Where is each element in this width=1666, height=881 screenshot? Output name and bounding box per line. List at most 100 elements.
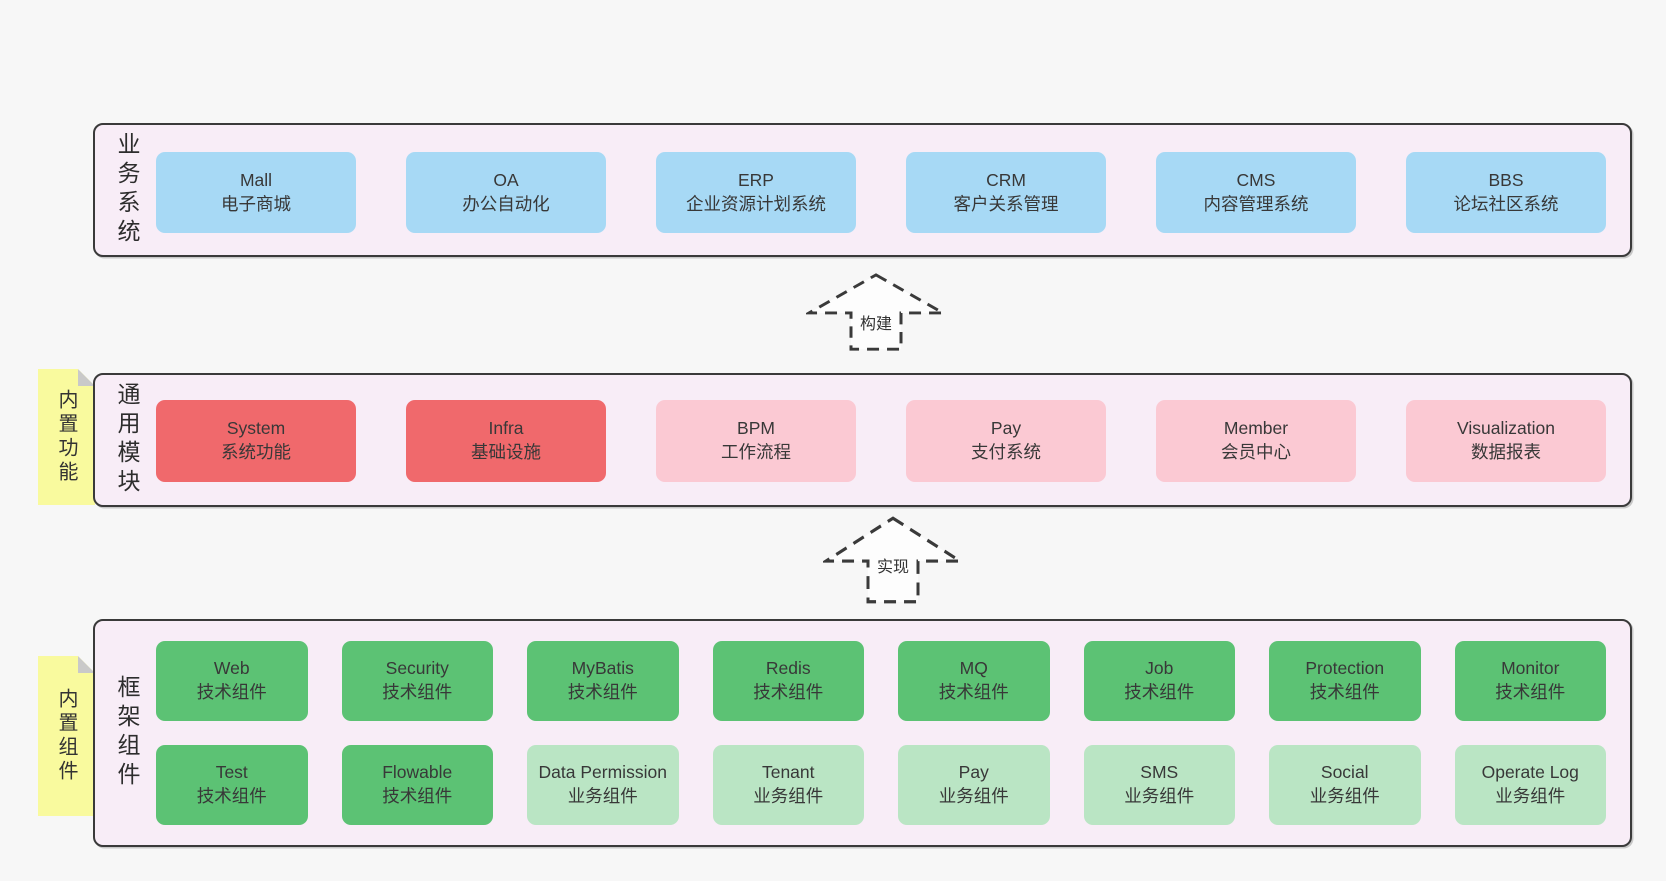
box-web: Web 技术组件 xyxy=(156,641,308,721)
box-subtitle: 技术组件 xyxy=(1495,682,1566,702)
box-title: Redis xyxy=(765,658,811,679)
box-system: System 系统功能 xyxy=(156,400,356,482)
box-subtitle: 内容管理系统 xyxy=(1203,193,1309,214)
arrow-label: 实现 xyxy=(874,552,912,577)
box-pay: Pay 支付系统 xyxy=(906,400,1106,482)
box-subtitle: 业务组件 xyxy=(1309,786,1380,806)
box-redis: Redis 技术组件 xyxy=(712,641,864,721)
box-title: Monitor xyxy=(1501,658,1560,679)
box-subtitle: 电子商城 xyxy=(221,193,291,214)
section-label: 框架组件 xyxy=(114,675,140,791)
box-subtitle: 会员中心 xyxy=(1221,442,1291,462)
box-title: Visualization xyxy=(1457,418,1555,439)
box-mq: MQ 技术组件 xyxy=(898,641,1050,721)
box-title: CRM xyxy=(986,169,1026,190)
box-subtitle: 技术组件 xyxy=(382,682,453,702)
box-social: Social 业务组件 xyxy=(1269,745,1421,825)
box-subtitle: 数据报表 xyxy=(1471,442,1541,462)
box-title: Data Permission xyxy=(538,762,667,783)
box-subtitle: 技术组件 xyxy=(567,682,638,702)
box-title: Mall xyxy=(239,169,273,190)
box-title: Pay xyxy=(958,762,989,783)
box-title: Test xyxy=(215,762,248,783)
box-job: Job 技术组件 xyxy=(1083,641,1235,721)
box-security: Security 技术组件 xyxy=(341,641,493,721)
box-crm: CRM 客户关系管理 xyxy=(906,152,1106,233)
box-sms: SMS 业务组件 xyxy=(1083,745,1235,825)
box-subtitle: 基础设施 xyxy=(471,442,541,462)
box-title: Web xyxy=(213,658,250,679)
box-monitor: Monitor 技术组件 xyxy=(1454,641,1606,721)
box-subtitle: 系统功能 xyxy=(221,442,291,462)
section-label: 业务系统 xyxy=(114,132,140,248)
box-subtitle: 技术组件 xyxy=(938,682,1009,702)
arrow-label: 构建 xyxy=(857,309,895,334)
business-systems-section: 业务系统 Mall 电子商城 OA 办公自动化 ERP 企业资源计划系统 CRM… xyxy=(93,123,1632,257)
sticky-note-builtin-components: 内置组件 xyxy=(38,656,95,816)
box-oa: OA 办公自动化 xyxy=(406,152,606,233)
box-title: System xyxy=(226,418,286,439)
note-text: 内置功能 xyxy=(55,389,77,485)
box-subtitle: 支付系统 xyxy=(971,442,1041,462)
box-subtitle: 业务组件 xyxy=(938,786,1009,806)
box-title: OA xyxy=(493,169,519,190)
box-subtitle: 论坛社区系统 xyxy=(1453,193,1559,214)
box-subtitle: 工作流程 xyxy=(721,442,791,462)
box-title: BPM xyxy=(737,418,775,439)
box-infra: Infra 基础设施 xyxy=(406,400,606,482)
box-subtitle: 技术组件 xyxy=(1309,682,1380,702)
box-title: Pay xyxy=(990,418,1022,439)
box-title: CMS xyxy=(1236,169,1276,190)
box-mall: Mall 电子商城 xyxy=(156,152,356,233)
sticky-note-builtin-features: 内置功能 xyxy=(38,369,95,505)
box-subtitle: 技术组件 xyxy=(196,786,267,806)
framework-components-row-1: Web 技术组件 Security 技术组件 MyBatis 技术组件 Redi… xyxy=(156,641,1606,721)
box-subtitle: 业务组件 xyxy=(1124,786,1195,806)
box-subtitle: 业务组件 xyxy=(567,786,638,806)
box-title: Protection xyxy=(1305,658,1385,679)
box-title: ERP xyxy=(738,169,774,190)
box-subtitle: 办公自动化 xyxy=(462,193,550,214)
build-arrow-icon: 构建 xyxy=(806,272,946,352)
box-bbs: BBS 论坛社区系统 xyxy=(1406,152,1606,233)
box-flowable: Flowable 技术组件 xyxy=(341,745,493,825)
box-title: Flowable xyxy=(382,762,453,783)
box-subtitle: 企业资源计划系统 xyxy=(686,193,826,214)
box-title: Job xyxy=(1145,658,1174,679)
box-subtitle: 技术组件 xyxy=(753,682,824,702)
box-title: Tenant xyxy=(761,762,815,783)
box-cms: CMS 内容管理系统 xyxy=(1156,152,1356,233)
business-systems-row: Mall 电子商城 OA 办公自动化 ERP 企业资源计划系统 CRM 客户关系… xyxy=(156,152,1606,233)
box-subtitle: 业务组件 xyxy=(753,786,824,806)
box-title: Security xyxy=(385,658,449,679)
section-label: 通用模块 xyxy=(114,382,140,498)
box-test: Test 技术组件 xyxy=(156,745,308,825)
box-title: MQ xyxy=(959,658,988,679)
box-title: Social xyxy=(1320,762,1369,783)
box-subtitle: 技术组件 xyxy=(196,682,267,702)
box-subtitle: 技术组件 xyxy=(382,786,453,806)
box-protection: Protection 技术组件 xyxy=(1269,641,1421,721)
box-subtitle: 客户关系管理 xyxy=(953,193,1059,214)
box-title: Member xyxy=(1223,418,1289,439)
box-mybatis: MyBatis 技术组件 xyxy=(527,641,679,721)
box-title: BBS xyxy=(1488,169,1524,190)
common-modules-row: System 系统功能 Infra 基础设施 BPM 工作流程 Pay 支付系统… xyxy=(156,400,1606,482)
common-modules-section: 通用模块 System 系统功能 Infra 基础设施 BPM 工作流程 Pay… xyxy=(93,373,1632,507)
box-title: Operate Log xyxy=(1481,762,1579,783)
box-title: Infra xyxy=(488,418,524,439)
box-pay-biz: Pay 业务组件 xyxy=(898,745,1050,825)
note-text: 内置组件 xyxy=(55,688,77,784)
box-subtitle: 技术组件 xyxy=(1124,682,1195,702)
box-operate-log: Operate Log 业务组件 xyxy=(1454,745,1606,825)
box-title: MyBatis xyxy=(571,658,634,679)
framework-components-row-2: Test 技术组件 Flowable 技术组件 Data Permission … xyxy=(156,745,1606,825)
framework-components-section: 框架组件 Web 技术组件 Security 技术组件 MyBatis 技术组件… xyxy=(93,619,1632,847)
box-visualization: Visualization 数据报表 xyxy=(1406,400,1606,482)
box-erp: ERP 企业资源计划系统 xyxy=(656,152,856,233)
box-tenant: Tenant 业务组件 xyxy=(712,745,864,825)
box-bpm: BPM 工作流程 xyxy=(656,400,856,482)
box-member: Member 会员中心 xyxy=(1156,400,1356,482)
box-data-permission: Data Permission 业务组件 xyxy=(527,745,679,825)
box-title: SMS xyxy=(1140,762,1179,783)
